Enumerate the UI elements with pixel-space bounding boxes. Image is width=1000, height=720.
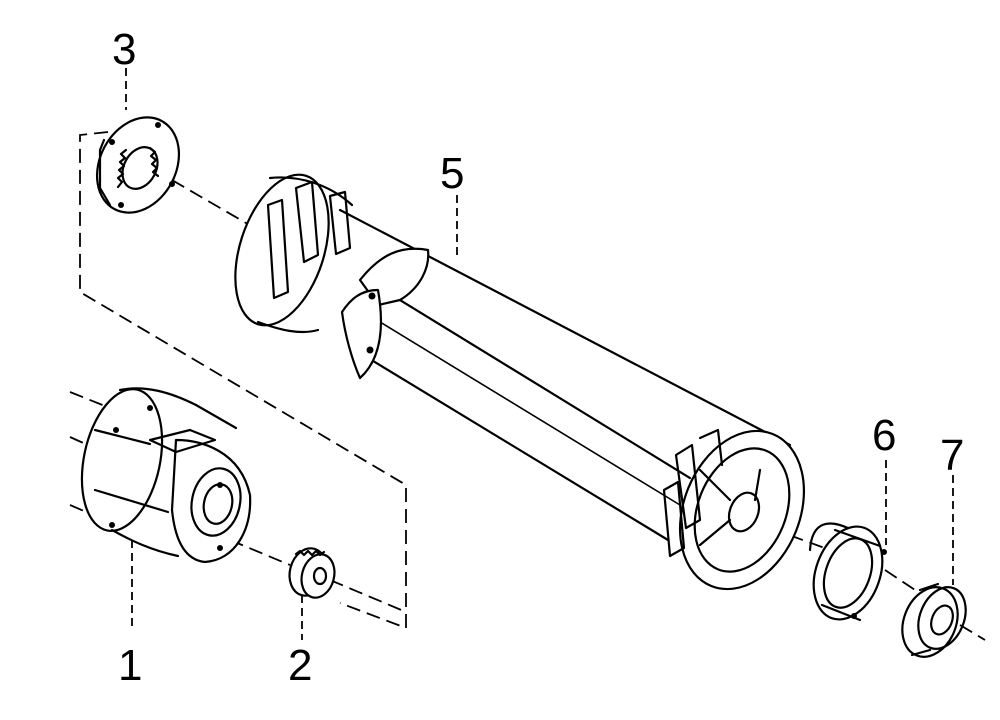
- label-part-7: 7: [940, 431, 964, 480]
- part-2-pulley: [288, 547, 336, 640]
- part-6-clamp-ring: [808, 460, 887, 622]
- assembly-bracket-dashed: [79, 131, 407, 630]
- part-7-bearing: [901, 475, 967, 658]
- label-part-2: 2: [288, 641, 312, 690]
- part-1-housing: [80, 387, 252, 630]
- part-5-tube-assembly: [234, 173, 806, 591]
- label-part-5: 5: [440, 149, 464, 198]
- label-part-1: 1: [118, 641, 142, 690]
- label-part-6: 6: [872, 411, 896, 460]
- label-part-3: 3: [112, 25, 136, 74]
- part-3-spline-flange: [95, 116, 181, 214]
